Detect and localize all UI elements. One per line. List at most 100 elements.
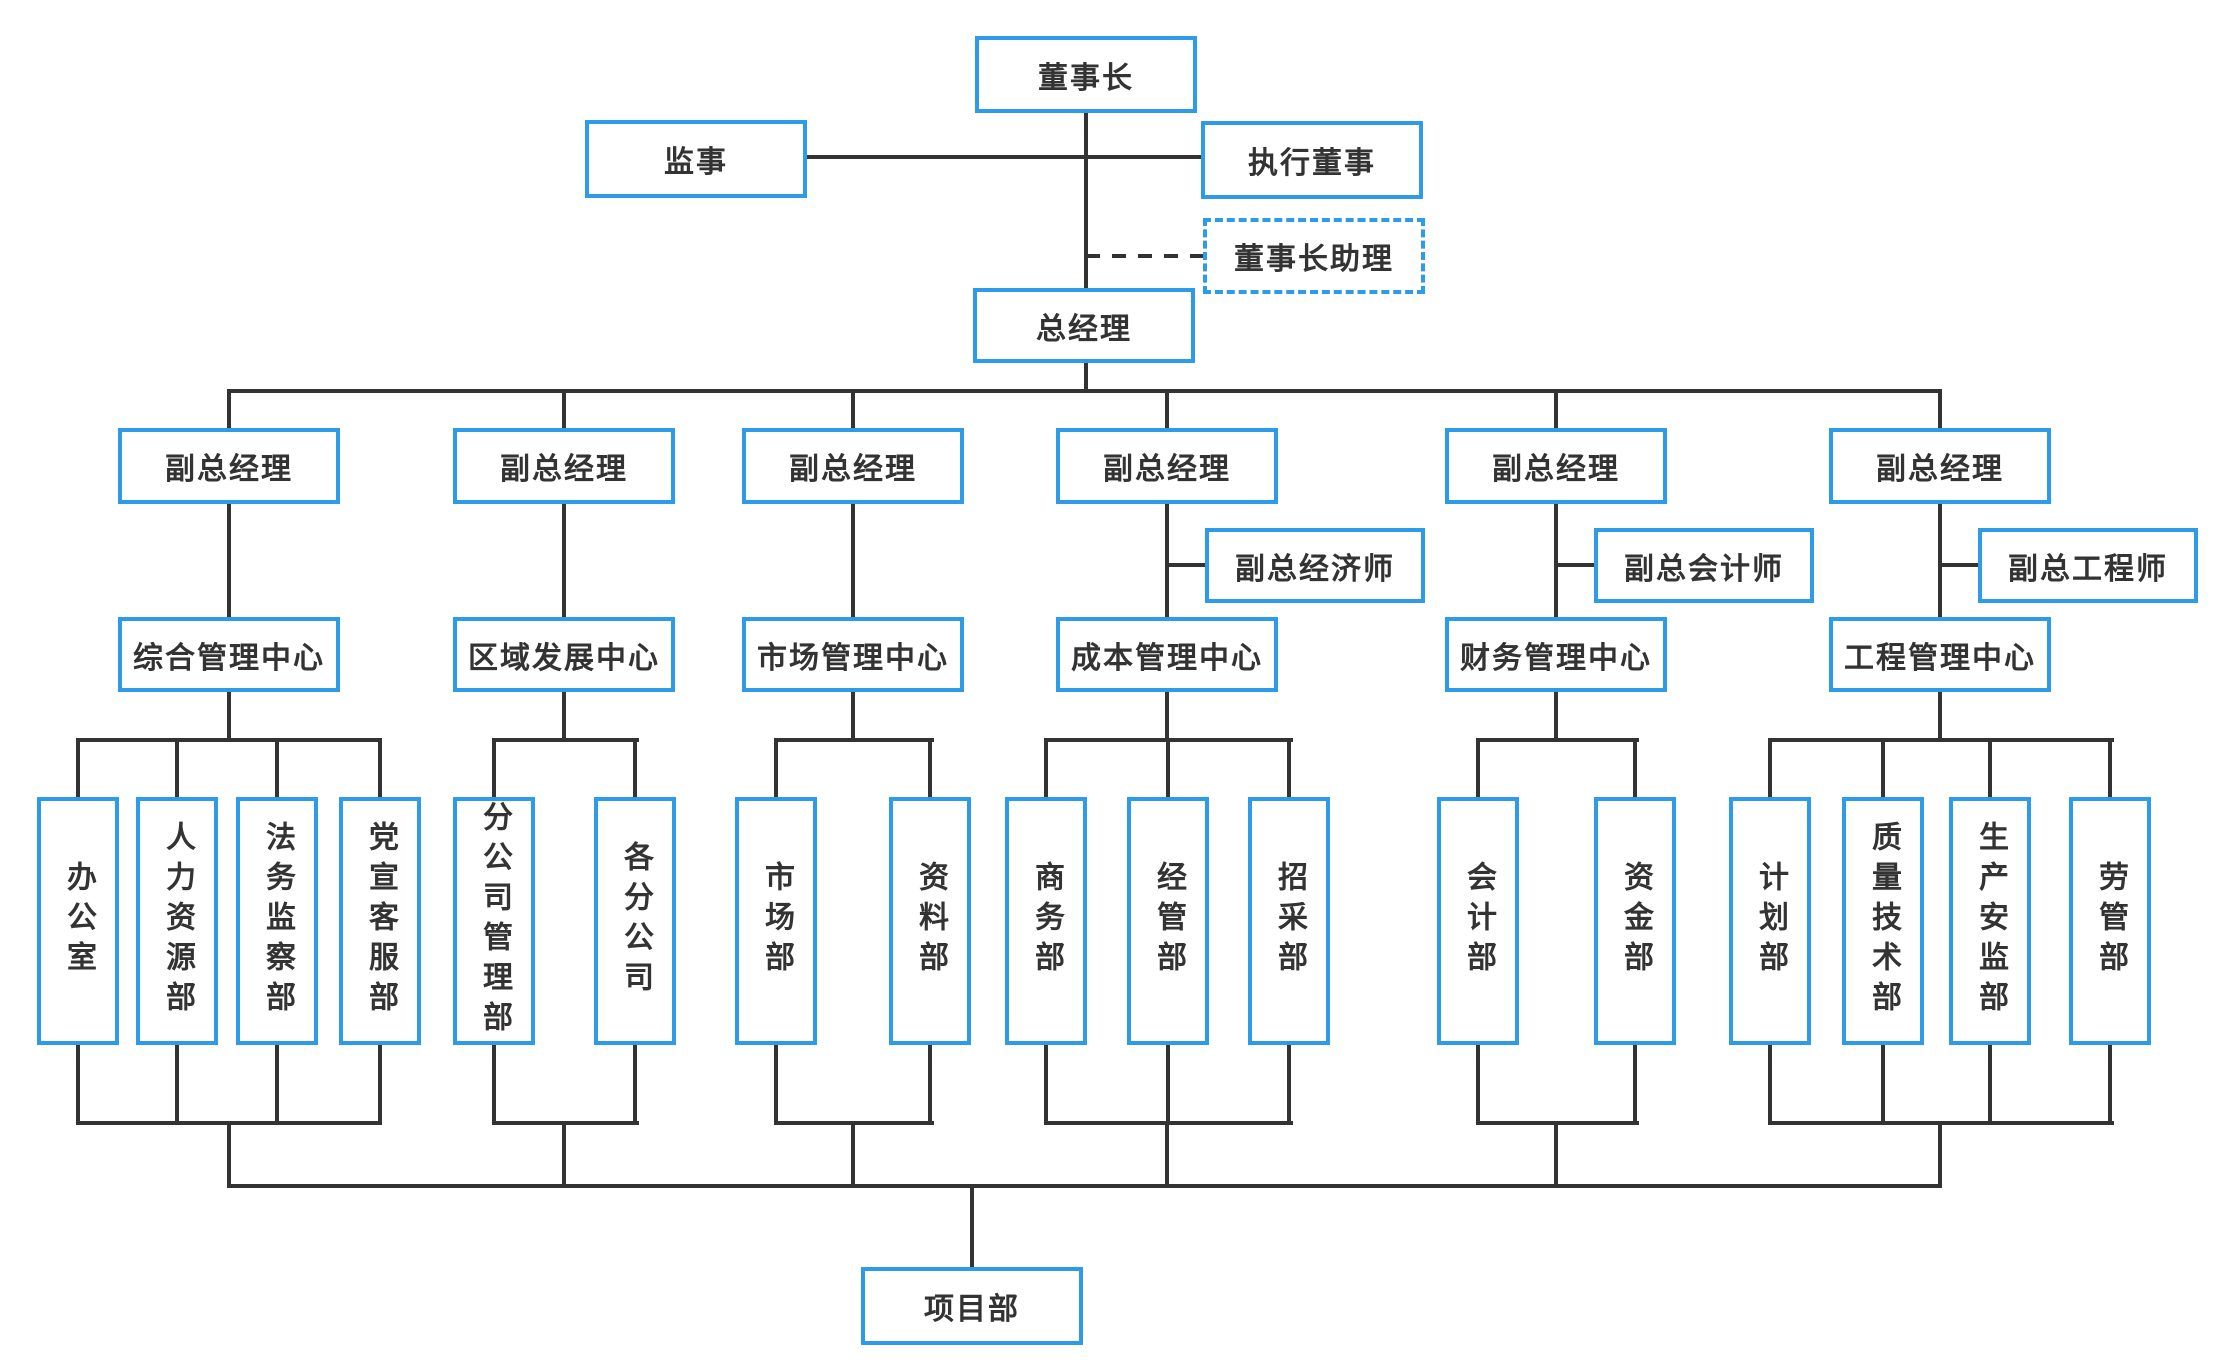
dept-label-funds: 资金部 [1619,861,1652,981]
dept-box-production-safety[interactable]: 生产安监部 [1949,797,2031,1045]
main-bottom-rail [227,1184,1942,1188]
dept-label-branch-mgmt: 分公司管理部 [478,801,511,1041]
deputy-gm-label-2: 副总经理 [500,453,628,486]
connector-deputy-center-1 [227,502,231,619]
drop-dept [2108,738,2112,797]
advisor-box-accountant[interactable]: 副总会计师 [1594,528,1814,603]
drop-dept [1476,738,1480,797]
group-top-rail-5 [1476,738,1639,742]
drop-dept [1287,738,1291,797]
dept-label-legal: 法务监察部 [261,821,294,1021]
dept-box-legal-supervision[interactable]: 法务监察部 [236,797,318,1045]
dept-box-branch-companies[interactable]: 各分公司 [594,797,676,1045]
center-box-comprehensive-admin[interactable]: 综合管理中心 [118,617,340,692]
fanout-rail [227,389,1942,393]
stub-dept [1881,1045,1885,1125]
drop-dept [1044,738,1048,797]
supervisor-label: 监事 [664,146,728,179]
advisor-box-engineer[interactable]: 副总工程师 [1978,528,2198,603]
deputy-gm-box-5[interactable]: 副总经理 [1445,428,1667,504]
center-label-5: 财务管理中心 [1460,641,1652,675]
dept-label-quality: 质量技术部 [1867,821,1900,1021]
stub-dept [1633,1045,1637,1125]
drop-dept [378,738,382,797]
drop-dept [1768,738,1772,797]
connector-rail-deputy-3 [851,389,855,428]
dept-box-hr[interactable]: 人力资源部 [136,797,218,1045]
deputy-gm-box-3[interactable]: 副总经理 [742,428,964,504]
center-box-regional-development[interactable]: 区域发展中心 [453,617,675,692]
advisor-box-economist[interactable]: 副总经济师 [1205,528,1425,603]
descender-project [970,1184,974,1267]
dept-box-party-customer-service[interactable]: 党宣客服部 [339,797,421,1045]
deputy-gm-box-1[interactable]: 副总经理 [118,428,340,504]
connector-advisor-accountant [1554,563,1594,567]
connector-center-rail-6 [1938,692,1942,742]
drop-dept [928,738,932,797]
drop-dept [774,738,778,797]
center-box-engineering-management[interactable]: 工程管理中心 [1829,617,2051,692]
project-department-label: 项目部 [924,1293,1020,1326]
executive-director-box[interactable]: 执行董事 [1201,121,1423,199]
dept-box-funds[interactable]: 资金部 [1594,797,1676,1045]
dept-label-planning: 计划部 [1754,861,1787,981]
dept-box-branch-management[interactable]: 分公司管理部 [453,797,535,1045]
connector-deputy-center-2 [562,502,566,619]
stub-dept [2108,1045,2112,1125]
drop-dept [492,738,496,797]
dept-label-procurement: 招采部 [1273,861,1306,981]
center-label-3: 市场管理中心 [757,641,949,675]
dept-box-information[interactable]: 资料部 [889,797,971,1045]
stub-dept [175,1045,179,1125]
deputy-gm-label-1: 副总经理 [165,453,293,486]
dept-label-hr: 人力资源部 [161,821,194,1021]
connector-chairman-gm [1084,113,1088,288]
connector-gm-rail [1084,363,1088,393]
advisor-label-economist: 副总经济师 [1235,552,1395,586]
stub-dept [492,1045,496,1125]
deputy-gm-box-2[interactable]: 副总经理 [453,428,675,504]
dept-label-information: 资料部 [914,861,947,981]
supervisor-box[interactable]: 监事 [585,120,807,198]
stub-dept [774,1045,778,1125]
deputy-gm-label-5: 副总经理 [1492,453,1620,486]
dept-box-market[interactable]: 市场部 [735,797,817,1045]
stub-dept [76,1045,80,1125]
connector-rail-deputy-6 [1938,389,1942,428]
stub-dept [1166,1045,1170,1125]
general-manager-label: 总经理 [1036,312,1132,346]
center-label-6: 工程管理中心 [1844,641,2036,675]
dept-label-commerce: 商务部 [1030,861,1063,981]
dept-box-quality-tech[interactable]: 质量技术部 [1842,797,1924,1045]
center-box-finance-management[interactable]: 财务管理中心 [1445,617,1667,692]
dept-box-labor[interactable]: 劳管部 [2069,797,2151,1045]
chairman-box[interactable]: 董事长 [975,36,1197,113]
advisor-label-engineer: 副总工程师 [2008,552,2168,586]
general-manager-box[interactable]: 总经理 [973,288,1195,363]
project-department-box[interactable]: 项目部 [861,1267,1083,1345]
dept-label-party: 党宣客服部 [364,821,397,1021]
connector-advisor-economist [1165,563,1205,567]
chairman-assistant-box[interactable]: 董事长助理 [1203,218,1425,294]
deputy-gm-box-6[interactable]: 副总经理 [1829,428,2051,504]
connector-rail-deputy-2 [562,389,566,428]
stub-dept [1044,1045,1048,1125]
center-box-cost-management[interactable]: 成本管理中心 [1056,617,1278,692]
dept-box-operation[interactable]: 经管部 [1127,797,1209,1045]
group-top-rail-2 [492,738,639,742]
dept-box-procurement[interactable]: 招采部 [1248,797,1330,1045]
connector-center-rail-3 [851,692,855,742]
deputy-gm-box-4[interactable]: 副总经理 [1056,428,1278,504]
connector-deputy-center-4 [1165,502,1169,619]
stub-dept [633,1045,637,1125]
center-label-2: 区域发展中心 [468,641,660,675]
dept-label-office: 办公室 [62,861,95,981]
dept-box-planning[interactable]: 计划部 [1729,797,1811,1045]
connector-center-rail-2 [562,692,566,742]
dept-box-office[interactable]: 办公室 [37,797,119,1045]
connector-deputy-center-3 [851,502,855,619]
center-box-market-management[interactable]: 市场管理中心 [742,617,964,692]
dept-box-accounting[interactable]: 会计部 [1437,797,1519,1045]
connector-rail-deputy-5 [1554,389,1558,428]
dept-box-commerce[interactable]: 商务部 [1005,797,1087,1045]
